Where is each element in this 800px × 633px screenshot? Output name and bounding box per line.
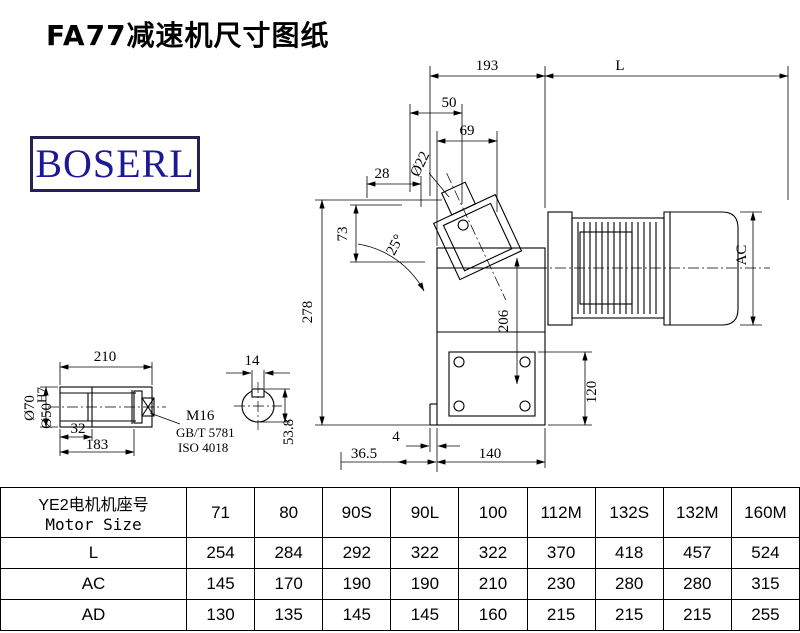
table-header-cell: 112M	[526, 487, 596, 538]
boserl-logo: BOSERL	[30, 136, 200, 192]
table-header-row: YE2电机机座号 Motor Size 71 80 90S 90L 100 11…	[0, 487, 800, 538]
output-shaft-end-view	[234, 382, 282, 430]
dia50-tolerance: H7	[34, 387, 49, 403]
table-cell: 280	[594, 568, 664, 600]
dim-label-120: 120	[584, 381, 600, 404]
table-cell: 145	[390, 599, 460, 631]
dim-label-278: 278	[300, 301, 316, 324]
table-cell: 145	[185, 568, 256, 600]
table-cell: 190	[322, 568, 392, 600]
table-cell: 322	[390, 537, 460, 569]
table-cell: 524	[730, 537, 800, 569]
table-cell: 230	[526, 568, 596, 600]
technical-drawing: 193 L 50 69 Ø22 28 73 25° 278 206 AC 120…	[22, 58, 789, 472]
table-cell: 315	[730, 568, 800, 600]
dim-label-32: 32	[71, 421, 86, 437]
bolt-standard-gbt: GB/T 5781	[176, 425, 235, 440]
row-label-cell: AC	[0, 568, 187, 600]
table-header-cell: 90L	[390, 487, 460, 538]
dim-label-193: 193	[476, 58, 499, 74]
dia50-value: Ø50	[39, 403, 55, 429]
table-cell: 254	[185, 537, 256, 569]
dim-label-53-8: 53.8	[281, 419, 297, 445]
dim-label-69: 69	[460, 123, 475, 139]
dim-label-dia50h7: Ø50H7	[34, 387, 55, 429]
bolt-standard-iso: ISO 4018	[178, 440, 228, 455]
dim-label-28: 28	[375, 166, 390, 182]
bolt-label-m16: M16	[186, 408, 215, 424]
table-cell: 130	[185, 599, 256, 631]
boserl-logo-text: BOSERL	[35, 141, 195, 186]
motor-side-view	[536, 211, 770, 326]
dim-label-210: 210	[94, 349, 117, 365]
table-cell: 284	[254, 537, 324, 569]
dimension-lines	[40, 66, 789, 472]
dim-label-14: 14	[245, 353, 261, 369]
dim-label-73: 73	[335, 227, 351, 242]
table-header-cell: 80	[254, 487, 324, 538]
gearbox-front-view	[429, 247, 546, 426]
table-cell: 322	[458, 537, 528, 569]
table-header-cell: 132S	[594, 487, 664, 538]
dim-label-36-5: 36.5	[351, 446, 377, 462]
dim-label-206: 206	[496, 309, 512, 332]
input-head-view	[432, 173, 523, 301]
dim-label-AC: AC	[734, 245, 750, 266]
dim-label-dia22: Ø22	[408, 149, 434, 179]
table-row-L: L 254 284 292 322 322 370 418 457 524	[0, 537, 800, 569]
shaft-detail-view	[48, 386, 181, 428]
table-cell: 255	[730, 599, 800, 631]
table-cell: 292	[322, 537, 392, 569]
table-row-AC: AC 145 170 190 190 210 230 280 280 315	[0, 568, 800, 600]
table-cell: 145	[322, 599, 392, 631]
dim-label-dia70: Ø70	[22, 395, 38, 421]
table-header-cell: 71	[185, 487, 256, 538]
table-cell: 215	[526, 599, 596, 631]
table-cell: 280	[662, 568, 732, 600]
row-label-cell: AD	[0, 599, 187, 631]
dim-label-183: 183	[86, 437, 109, 453]
motor-size-label-en: Motor Size	[45, 515, 142, 534]
table-cell: 370	[526, 537, 596, 569]
table-cell: 215	[594, 599, 664, 631]
table-cell: 160	[458, 599, 528, 631]
table-header-cell: 100	[458, 487, 528, 538]
dim-label-L: L	[615, 58, 624, 74]
page-title: FA77减速机尺寸图纸	[46, 19, 330, 52]
table-cell: 170	[254, 568, 324, 600]
table-cell: 210	[458, 568, 528, 600]
table-cell: 135	[254, 599, 324, 631]
dimension-table: YE2电机机座号 Motor Size 71 80 90S 90L 100 11…	[0, 487, 800, 631]
table-header-cell: 160M	[730, 487, 800, 538]
table-cell: 457	[662, 537, 732, 569]
table-header-cell: 90S	[322, 487, 392, 538]
row-label-cell: L	[0, 537, 187, 569]
table-row-AD: AD 130 135 145 145 160 215 215 215 255	[0, 599, 800, 631]
motor-size-label-cn: YE2电机机座号	[38, 497, 149, 514]
table-cell: 215	[662, 599, 732, 631]
table-header-cell: 132M	[662, 487, 732, 538]
dim-label-4: 4	[392, 429, 400, 445]
dim-label-50: 50	[442, 95, 457, 111]
dim-label-140: 140	[479, 446, 502, 462]
motor-size-header-cell: YE2电机机座号 Motor Size	[0, 487, 187, 538]
table-cell: 418	[594, 537, 664, 569]
table-cell: 190	[390, 568, 460, 600]
